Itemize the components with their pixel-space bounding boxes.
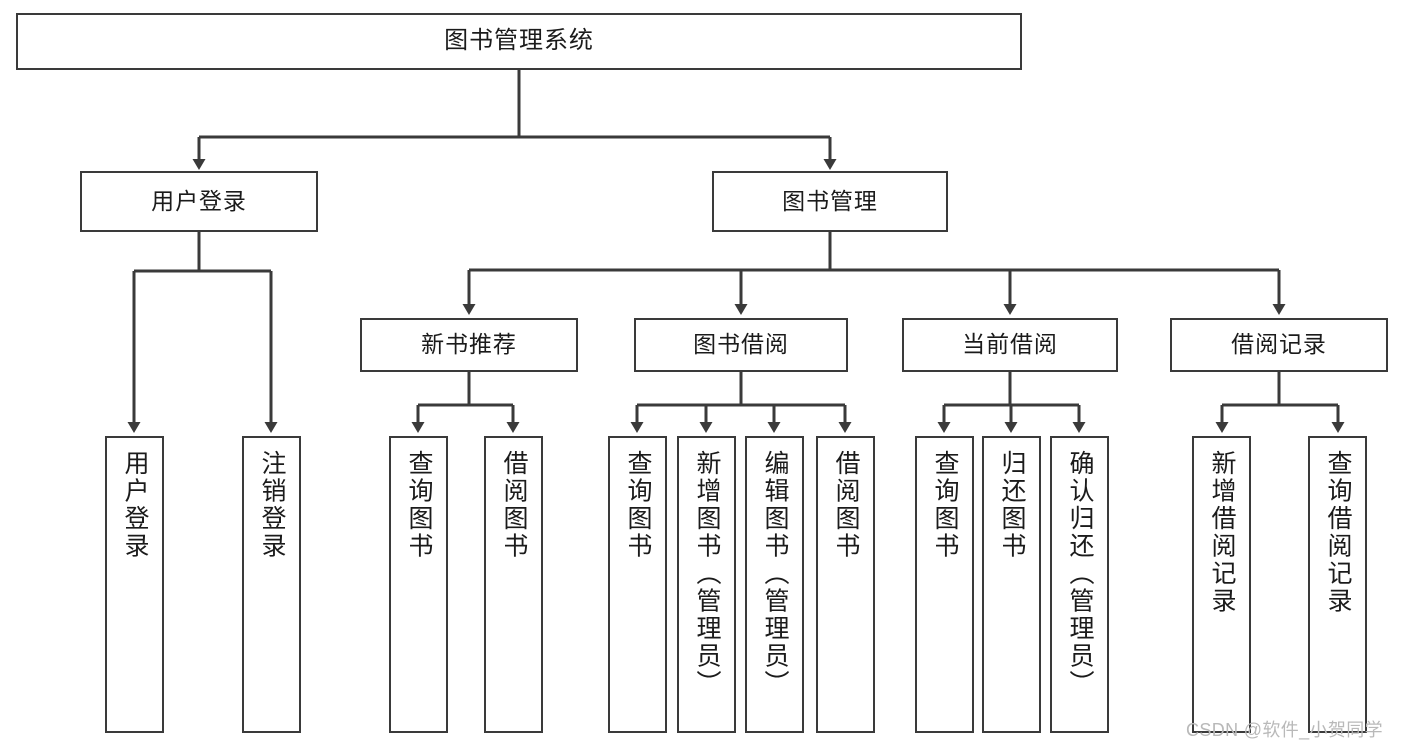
node-leaf-edit-book[interactable]: 编辑图书（管理员） [745,436,804,733]
node-leaf-add-book[interactable]: 新增图书（管理员） [677,436,736,733]
node-leaf-logout-login[interactable]: 注销登录 [242,436,301,733]
node-user-login[interactable]: 用户登录 [80,171,318,232]
node-label: 查询图书 [931,450,959,560]
node-label: 图书借阅 [693,331,789,358]
node-label: 借阅记录 [1231,331,1327,358]
node-label: 编辑图书（管理员） [761,450,789,698]
node-borrow-record[interactable]: 借阅记录 [1170,318,1388,372]
node-book-borrow[interactable]: 图书借阅 [634,318,848,372]
node-root-system[interactable]: 图书管理系统 [16,13,1022,70]
node-label: 确认归还（管理员） [1066,450,1094,698]
node-label: 新书推荐 [421,331,517,358]
node-leaf-borrow-book-2[interactable]: 借阅图书 [816,436,875,733]
node-label: 用户登录 [151,187,247,214]
node-current-borrow[interactable]: 当前借阅 [902,318,1118,372]
node-label: 查询图书 [405,450,433,560]
node-label: 新增借阅记录 [1208,450,1236,615]
node-leaf-return-book[interactable]: 归还图书 [982,436,1041,733]
node-label: 图书管理 [782,187,878,214]
node-leaf-query-book-2[interactable]: 查询图书 [608,436,667,733]
node-leaf-query-record[interactable]: 查询借阅记录 [1308,436,1367,733]
node-label: 查询借阅记录 [1324,450,1352,615]
watermark-text: CSDN @软件_小贺同学 [1186,720,1383,740]
node-label: 当前借阅 [962,331,1058,358]
node-new-book-recommend[interactable]: 新书推荐 [360,318,578,372]
node-label: 新增图书（管理员） [693,450,721,698]
node-label: 用户登录 [121,450,149,560]
node-book-manage[interactable]: 图书管理 [712,171,948,232]
node-label: 注销登录 [258,450,286,560]
node-label: 查询图书 [624,450,652,560]
node-leaf-add-record[interactable]: 新增借阅记录 [1192,436,1251,733]
node-leaf-query-book-3[interactable]: 查询图书 [915,436,974,733]
node-label: 归还图书 [998,450,1026,560]
node-leaf-borrow-book-1[interactable]: 借阅图书 [484,436,543,733]
node-label: 借阅图书 [500,450,528,560]
node-label: 图书管理系统 [444,27,594,55]
node-leaf-user-login[interactable]: 用户登录 [105,436,164,733]
node-leaf-confirm-return[interactable]: 确认归还（管理员） [1050,436,1109,733]
node-label: 借阅图书 [832,450,860,560]
node-leaf-query-book-1[interactable]: 查询图书 [389,436,448,733]
